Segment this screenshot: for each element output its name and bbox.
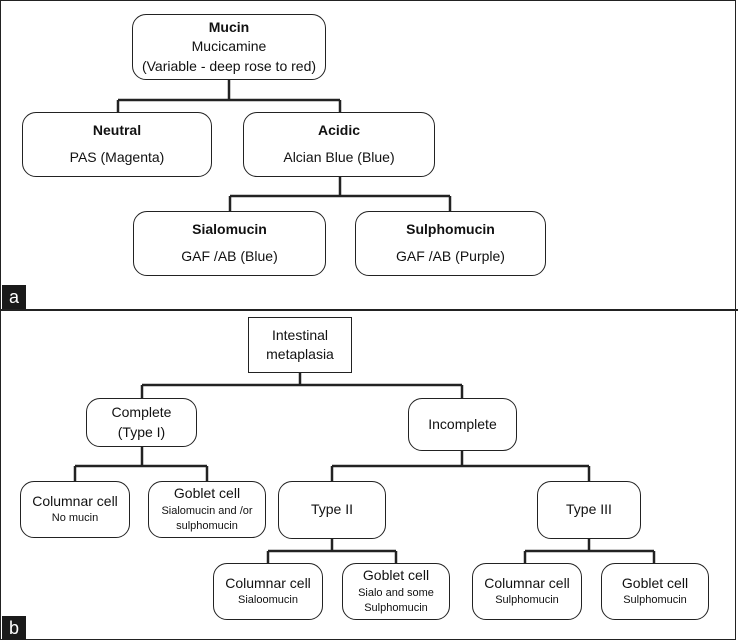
node-neutral: Neutral PAS (Magenta) <box>22 112 212 177</box>
node-sulphomucin-stain: GAF /AB (Purple) <box>396 248 505 265</box>
node-mucin: Mucin Mucicamine (Variable - deep rose t… <box>132 14 326 80</box>
node-acidic-stain: Alcian Blue (Blue) <box>283 149 395 166</box>
node-type3-columnar: Columnar cell Sulphomucin <box>472 563 582 620</box>
node-acidic: Acidic Alcian Blue (Blue) <box>243 112 435 177</box>
node-type2-goblet: Goblet cell Sialo and some Sulphomucin <box>342 563 450 620</box>
node-gc2-line1: Goblet cell <box>362 567 430 583</box>
node-cc1-line1: Columnar cell <box>32 492 118 509</box>
node-cc2-line2: Sialoomucin <box>238 594 298 607</box>
node-acidic-title: Acidic <box>317 122 360 139</box>
panel-divider <box>0 309 738 311</box>
node-gc2-line2: Sialo and some <box>358 586 434 599</box>
node-intestinal-line2: metaplasia <box>266 346 334 362</box>
node-type2: Type II <box>278 481 386 539</box>
node-complete: Complete (Type I) <box>86 398 197 447</box>
node-mucin-title: Mucin <box>208 18 250 35</box>
node-cc3-line1: Columnar cell <box>484 574 570 591</box>
node-sulphomucin-title: Sulphomucin <box>406 221 495 238</box>
node-gc1-line3: sulphomucin <box>176 520 238 533</box>
node-type3-goblet: Goblet cell Sulphomucin <box>601 563 709 620</box>
node-complete-columnar: Columnar cell No mucin <box>20 481 130 538</box>
node-cc1-line2: No mucin <box>51 512 99 525</box>
node-sulphomucin: Sulphomucin GAF /AB (Purple) <box>355 211 546 276</box>
node-sialomucin-title: Sialomucin <box>192 221 267 238</box>
node-neutral-title: Neutral <box>92 122 142 139</box>
node-complete-line2: (Type I) <box>117 423 166 440</box>
node-sialomucin: Sialomucin GAF /AB (Blue) <box>133 211 326 276</box>
node-gc1-line1: Goblet cell <box>173 485 241 501</box>
node-cc3-line2: Sulphomucin <box>495 594 559 607</box>
node-gc3-line2: Sulphomucin <box>623 594 687 607</box>
node-type3: Type III <box>537 481 641 539</box>
node-gc3-line1: Goblet cell <box>621 574 689 591</box>
node-incomplete: Incomplete <box>408 398 517 451</box>
node-gc2-line3: Sulphomucin <box>364 602 428 615</box>
node-complete-goblet: Goblet cell Sialomucin and /or sulphomuc… <box>148 481 266 538</box>
node-intestinal-line1: Intestinal <box>271 326 329 343</box>
node-sialomucin-stain: GAF /AB (Blue) <box>181 248 278 265</box>
node-neutral-stain: PAS (Magenta) <box>69 149 165 166</box>
node-intestinal-metaplasia: Intestinal metaplasia <box>248 317 352 373</box>
node-mucin-line1: Mucicamine <box>191 38 267 55</box>
node-cc2-line1: Columnar cell <box>225 574 311 591</box>
node-gc1-line2: Sialomucin and /or <box>161 504 253 517</box>
panel-label-b: b <box>2 616 26 640</box>
node-type2-label: Type II <box>310 501 354 518</box>
node-type2-columnar: Columnar cell Sialoomucin <box>213 563 323 620</box>
node-mucin-line2: (Variable - deep rose to red) <box>141 57 317 74</box>
panel-label-a: a <box>2 285 26 309</box>
node-incomplete-label: Incomplete <box>428 415 497 432</box>
node-type3-label: Type III <box>566 501 612 518</box>
node-complete-line1: Complete <box>111 404 172 420</box>
